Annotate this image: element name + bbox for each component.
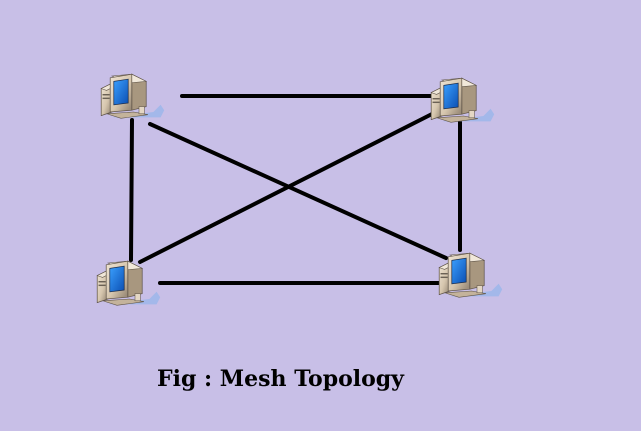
computer-icon-top-left bbox=[100, 73, 165, 119]
link-top-left-to-bottom-right bbox=[148, 122, 448, 260]
computer-icon-bottom-left bbox=[96, 260, 161, 306]
computer-icon-top-right bbox=[430, 77, 495, 123]
computer-icon-bottom-right bbox=[438, 252, 503, 298]
link-top-right-to-bottom-left bbox=[138, 112, 434, 264]
links-layer bbox=[129, 94, 462, 285]
link-top-left-to-bottom-left bbox=[129, 118, 134, 262]
figure-caption: Fig : Mesh Topology bbox=[157, 366, 404, 392]
